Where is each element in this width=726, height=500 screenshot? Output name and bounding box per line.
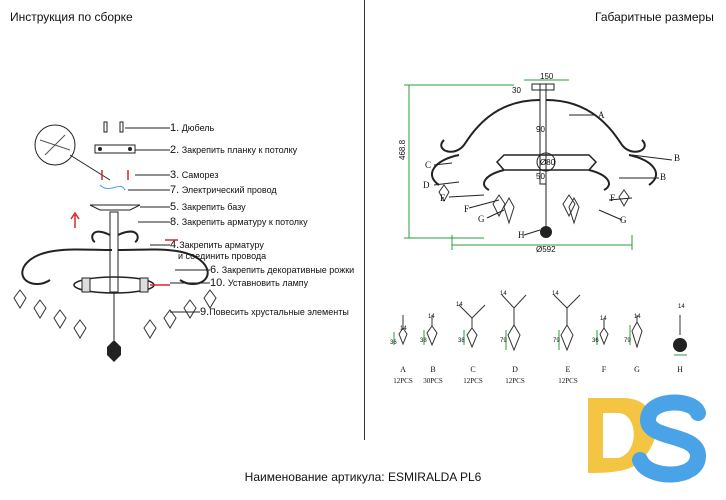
callout-b2: B [660,172,667,182]
assembly-drawing [13,121,217,362]
part-d-qty: 12PCS [505,377,525,385]
dim-30: 30 [512,86,521,95]
part-c-name: C [470,365,476,374]
parts-row [393,294,687,356]
part-h-w: 14 [678,304,685,310]
dim-height: 468.8 [398,139,407,160]
part-c-w: 14 [456,302,463,308]
part-g-h: 79 [624,338,631,344]
callout-g2: G [620,215,627,225]
dim-top-width: 150 [540,72,554,81]
step-1-label: 1. Дюбель [170,122,215,134]
part-e-qty: 12PCS [558,377,578,385]
step-10-label: 10. Уставновить лампу [210,277,309,289]
part-e-h: 79 [553,338,560,344]
callout-f: F [464,204,470,214]
step-4-label: 4.Закрепить арматуру [170,239,264,251]
step-8-label: 8. Закрепить арматуру к потолку [170,216,308,228]
part-e-w: 14 [552,291,559,297]
part-g-name: G [634,365,640,374]
callout-b: B [674,153,681,163]
part-a-qty: 12PCS [393,377,413,385]
callout-c: C [425,160,432,170]
part-c-h: 38 [458,338,465,344]
dimension-drawing [404,79,673,250]
callout-g: G [478,214,485,224]
step-4-sublabel: и соединить провода [178,251,267,261]
part-d-h: 79 [500,338,507,344]
assembly-header: Инструкция по сборке [10,10,133,24]
part-e-name: E [565,365,571,374]
part-a-name: A [400,365,406,374]
part-b-name: B [430,365,436,374]
dim-90: 90 [536,125,545,134]
step-5-label: 5. Закрепить базу [170,201,246,213]
dim-center: Ø80 [540,158,556,167]
part-d-name: D [512,365,518,374]
part-a-w: 14 [400,326,407,332]
part-f-h: 36 [592,338,599,344]
step-9-label: 9.Повесить хрустальные элементы [200,306,349,318]
part-f-w: 14 [600,316,607,322]
dim-50: 50 [536,172,545,181]
part-f-name: F [601,365,607,374]
callout-d: D [423,180,430,190]
dimensions-header: Габаритные размеры [595,10,714,24]
callout-f2: F [610,193,616,203]
part-d-w: 14 [500,291,507,297]
part-b-w: 14 [428,314,435,320]
callout-h: H [518,230,525,240]
dim-diameter: Ø592 [536,245,556,254]
part-c-qty: 12PCS [463,377,483,385]
step-3-label: 3. Саморез [170,169,219,181]
ds-logo [588,394,707,483]
part-g-w: 14 [634,314,641,320]
part-h-name: H [677,365,683,374]
step-2-label: 2. Закрепить планку к потолку [170,144,298,156]
article-name: Наименование артикула: ESMIRALDA PL6 [244,470,482,484]
callout-a: A [598,110,605,120]
callout-e: E [440,193,446,203]
page-divider [364,0,365,440]
part-b-h: 38 [420,338,427,344]
step-6-label: 6. Закрепить декоративные рожки [210,264,355,276]
step-7-label: 7. Электрический провод [170,184,277,196]
part-a-h: 36 [390,340,397,346]
part-b-qty: 30PCS [423,377,443,385]
